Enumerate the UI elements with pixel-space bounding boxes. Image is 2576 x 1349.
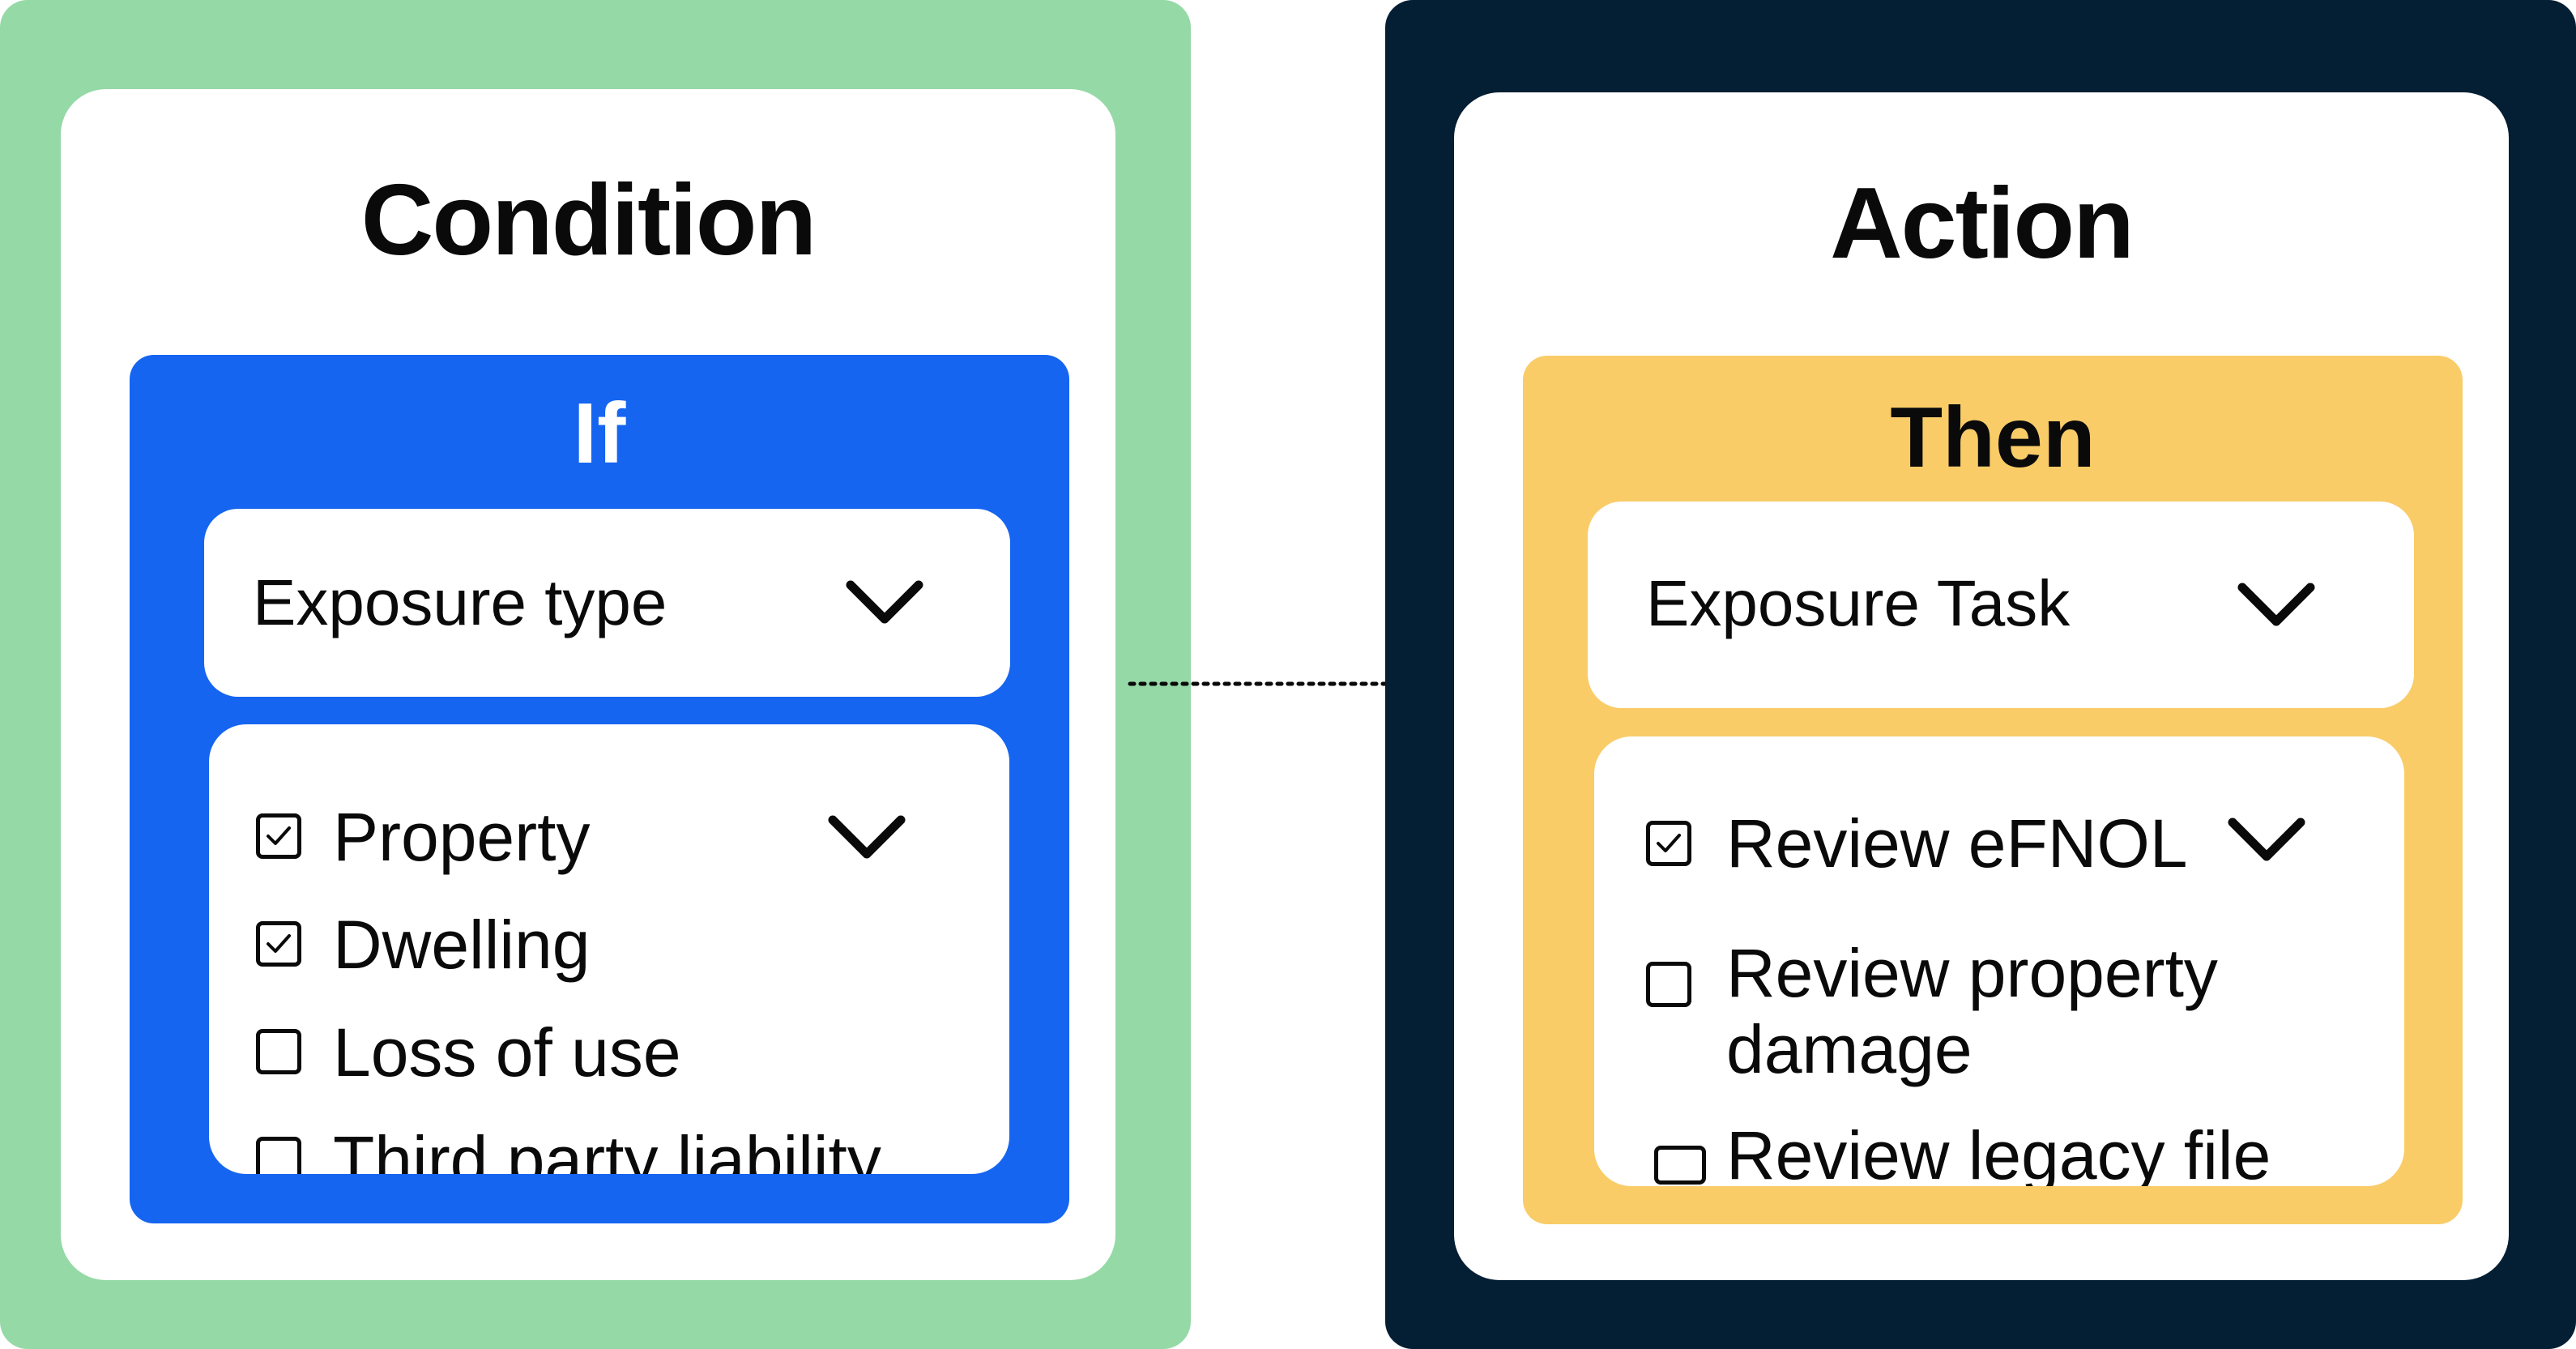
condition-panel-body: Condition If Exposure type	[61, 89, 1115, 1280]
then-block: Then Exposure Task	[1523, 356, 2463, 1224]
option-label: Third party liability	[333, 1122, 881, 1174]
checkbox-checked[interactable]	[256, 921, 301, 967]
option-label: Property	[333, 799, 591, 875]
chevron-down-icon[interactable]	[844, 578, 925, 627]
check-icon	[267, 934, 291, 953]
checkbox-checked[interactable]	[256, 813, 301, 859]
exposure-task-options: Review eFNOL Review property damage Revi…	[1594, 736, 2404, 1186]
chevron-down-icon[interactable]	[826, 813, 907, 862]
exposure-task-dropdown[interactable]: Exposure Task	[1588, 502, 2414, 708]
check-icon	[1657, 834, 1681, 852]
then-title: Then	[1890, 390, 2096, 485]
option-label: Review property damage	[1726, 935, 2218, 1087]
chevron-down-icon[interactable]	[2226, 816, 2307, 864]
action-panel: Action Then Exposure Task	[1385, 0, 2576, 1349]
option-label: Review eFNOL	[1726, 805, 2188, 882]
option-label: Dwelling	[333, 907, 591, 983]
action-panel-body: Action Then Exposure Task	[1454, 92, 2509, 1280]
checkbox-unchecked[interactable]	[1654, 1146, 1706, 1185]
exposure-task-label: Exposure Task	[1646, 567, 2071, 639]
checkbox-checked[interactable]	[1646, 821, 1691, 866]
if-block: If Exposure type	[130, 355, 1069, 1223]
action-title: Action	[1830, 168, 2135, 280]
checkbox-unchecked[interactable]	[256, 1029, 301, 1074]
option-label: Review legacy file	[1726, 1117, 2271, 1186]
chevron-down-icon[interactable]	[2236, 581, 2317, 630]
if-title: If	[573, 386, 626, 481]
exposure-type-label: Exposure type	[253, 566, 667, 638]
exposure-type-options: Property Dwelling Loss of use	[209, 724, 1009, 1174]
option-label: Loss of use	[333, 1014, 681, 1091]
condition-title: Condition	[360, 164, 817, 276]
condition-panel: Condition If Exposure type	[0, 0, 1191, 1349]
checkbox-unchecked[interactable]	[256, 1137, 301, 1174]
check-icon	[267, 826, 291, 845]
checkbox-unchecked[interactable]	[1646, 962, 1691, 1007]
exposure-type-dropdown[interactable]: Exposure type	[204, 509, 1010, 697]
